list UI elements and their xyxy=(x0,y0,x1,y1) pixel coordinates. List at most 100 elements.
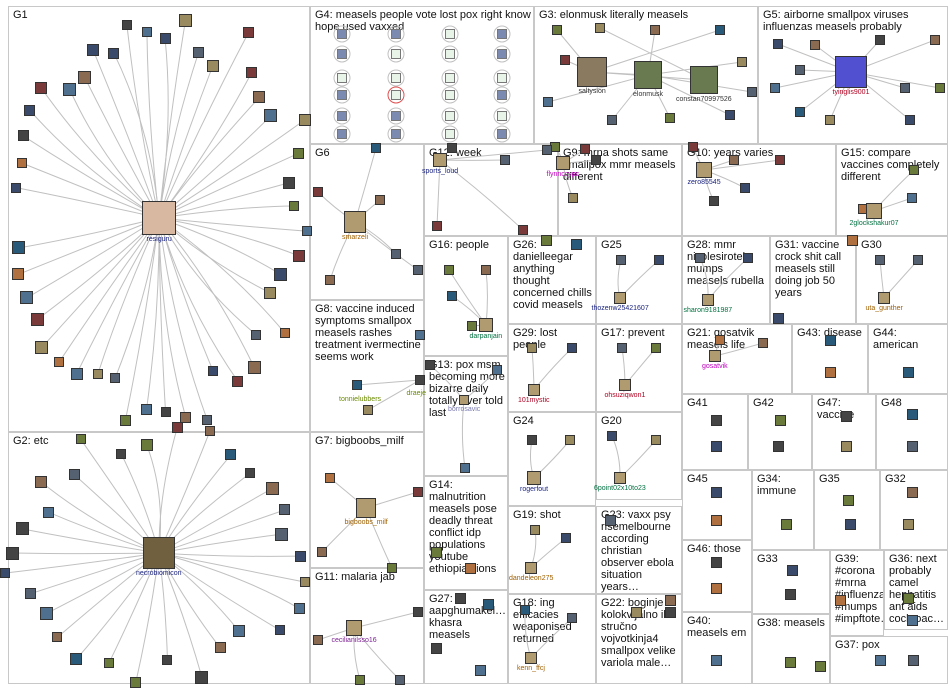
node[interactable] xyxy=(772,440,784,452)
account-node[interactable] xyxy=(17,130,29,142)
account-node[interactable] xyxy=(445,73,455,83)
account-node[interactable] xyxy=(108,47,120,59)
node[interactable] xyxy=(607,115,617,125)
node[interactable] xyxy=(795,65,805,75)
node[interactable] xyxy=(363,405,373,415)
node[interactable] xyxy=(567,343,577,353)
account-node[interactable] xyxy=(116,448,127,459)
node[interactable] xyxy=(715,25,725,35)
account-node[interactable] xyxy=(11,182,22,193)
node[interactable] xyxy=(580,144,590,154)
node[interactable] xyxy=(844,518,856,530)
node[interactable] xyxy=(568,193,578,203)
node[interactable] xyxy=(842,494,854,506)
account-node[interactable] xyxy=(70,653,83,666)
node[interactable] xyxy=(747,87,757,97)
hub-node[interactable] xyxy=(479,318,493,332)
account-node[interactable] xyxy=(42,506,54,518)
hub-node[interactable] xyxy=(835,56,867,88)
account-node[interactable] xyxy=(121,20,132,30)
account-node[interactable] xyxy=(206,59,219,72)
hub-node[interactable] xyxy=(142,201,176,235)
account-node[interactable] xyxy=(92,369,103,380)
node[interactable] xyxy=(840,440,852,452)
node[interactable] xyxy=(846,234,858,246)
hub-node[interactable] xyxy=(556,156,570,170)
node[interactable] xyxy=(810,40,820,50)
node[interactable] xyxy=(770,83,780,93)
node[interactable] xyxy=(725,110,735,120)
node[interactable] xyxy=(444,265,454,275)
node[interactable] xyxy=(415,375,425,385)
node[interactable] xyxy=(740,183,750,193)
node[interactable] xyxy=(654,255,664,265)
hub-node[interactable] xyxy=(356,498,376,518)
node[interactable] xyxy=(607,431,617,441)
node[interactable] xyxy=(710,582,722,594)
node[interactable] xyxy=(709,196,719,206)
node[interactable] xyxy=(824,366,836,378)
node[interactable] xyxy=(913,255,923,265)
node[interactable] xyxy=(695,253,705,263)
hub-node[interactable] xyxy=(344,211,366,233)
account-node[interactable] xyxy=(130,677,142,688)
node[interactable] xyxy=(561,533,571,543)
account-node[interactable] xyxy=(243,26,255,38)
node[interactable] xyxy=(530,525,540,535)
node[interactable] xyxy=(651,435,661,445)
node[interactable] xyxy=(520,605,530,615)
account-node[interactable] xyxy=(274,267,288,281)
account-node[interactable] xyxy=(445,90,455,100)
account-node[interactable] xyxy=(337,90,347,100)
node[interactable] xyxy=(454,592,466,604)
account-node[interactable] xyxy=(337,111,347,121)
account-node[interactable] xyxy=(279,327,290,338)
node[interactable] xyxy=(906,408,918,420)
node[interactable] xyxy=(814,660,826,672)
node[interactable] xyxy=(710,556,722,568)
account-node[interactable] xyxy=(497,111,507,121)
node[interactable] xyxy=(565,435,575,445)
node[interactable] xyxy=(743,253,753,263)
node[interactable] xyxy=(313,187,323,197)
account-node[interactable] xyxy=(266,481,279,495)
hub-node[interactable] xyxy=(528,384,540,396)
node[interactable] xyxy=(825,115,835,125)
account-node[interactable] xyxy=(0,568,10,579)
account-node[interactable] xyxy=(292,147,304,159)
account-node[interactable] xyxy=(264,286,277,299)
account-node[interactable] xyxy=(497,29,507,39)
account-node[interactable] xyxy=(337,129,347,139)
hub-node[interactable] xyxy=(459,395,469,405)
node[interactable] xyxy=(630,606,642,618)
account-node[interactable] xyxy=(17,158,28,169)
node[interactable] xyxy=(664,594,676,606)
node[interactable] xyxy=(527,435,537,445)
node[interactable] xyxy=(780,518,792,530)
hub-node[interactable] xyxy=(866,203,882,219)
node[interactable] xyxy=(902,366,914,378)
node[interactable] xyxy=(774,414,786,426)
account-node[interactable] xyxy=(391,73,401,83)
node[interactable] xyxy=(775,155,785,165)
node[interactable] xyxy=(460,463,470,473)
account-node[interactable] xyxy=(294,550,306,562)
account-node[interactable] xyxy=(214,642,226,654)
hub-node[interactable] xyxy=(346,620,362,636)
account-node[interactable] xyxy=(391,129,401,139)
node[interactable] xyxy=(935,83,945,93)
hub-node[interactable] xyxy=(143,537,175,569)
account-node[interactable] xyxy=(52,632,63,643)
account-node[interactable] xyxy=(54,356,65,367)
account-node[interactable] xyxy=(24,588,36,600)
account-node[interactable] xyxy=(299,577,310,588)
node[interactable] xyxy=(715,335,725,345)
node[interactable] xyxy=(930,35,940,45)
node[interactable] xyxy=(391,249,401,259)
account-node[interactable] xyxy=(12,268,25,281)
node[interactable] xyxy=(729,155,739,165)
account-node[interactable] xyxy=(391,49,401,59)
account-node[interactable] xyxy=(264,109,278,123)
hub-node[interactable] xyxy=(577,57,607,87)
node[interactable] xyxy=(772,312,784,324)
